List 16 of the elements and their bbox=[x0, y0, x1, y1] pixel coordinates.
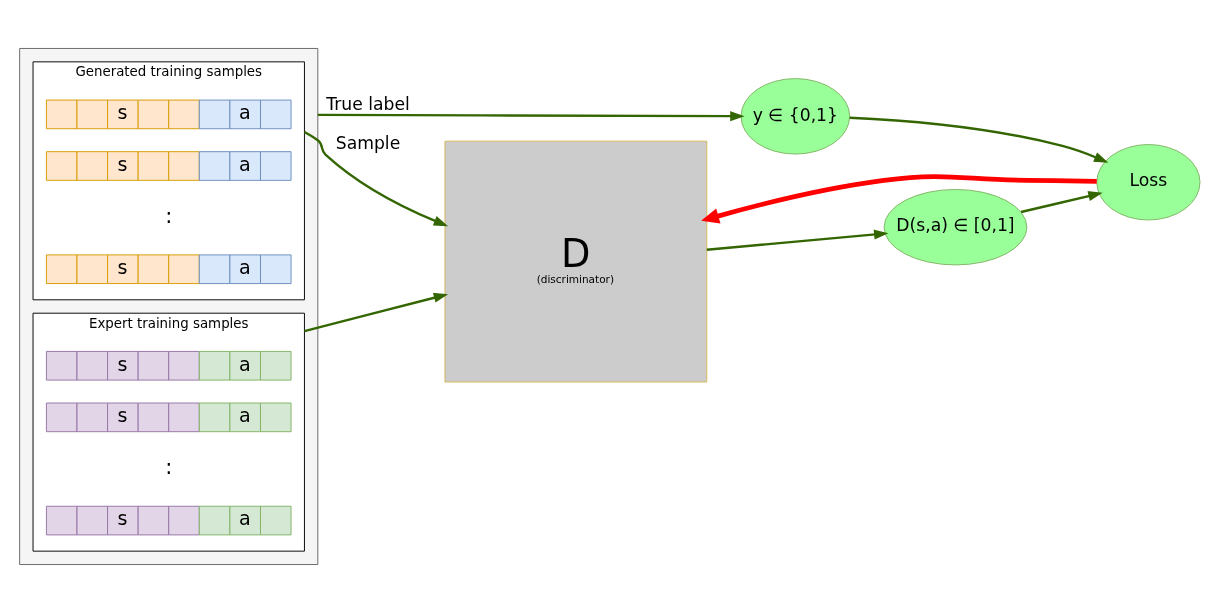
arrow bbox=[701, 174, 1097, 224]
node-ellipse: Loss bbox=[1096, 144, 1201, 221]
arrow bbox=[304, 292, 449, 333]
edge-label: Sample bbox=[335, 133, 401, 154]
edge-label: True label bbox=[326, 94, 410, 115]
arrow bbox=[303, 130, 449, 227]
node-box: D (discriminator) bbox=[444, 140, 708, 383]
node-ellipse: D(s,a) ∈ [0,1] bbox=[883, 188, 1028, 266]
arrow bbox=[1020, 191, 1103, 214]
cluster bbox=[19, 48, 319, 565]
arrow bbox=[706, 229, 889, 251]
label: : bbox=[165, 454, 173, 480]
arrow bbox=[317, 111, 745, 122]
label: : bbox=[165, 202, 173, 228]
arrow bbox=[849, 116, 1109, 163]
node-ellipse: y ∈ {0,1} bbox=[740, 78, 851, 155]
